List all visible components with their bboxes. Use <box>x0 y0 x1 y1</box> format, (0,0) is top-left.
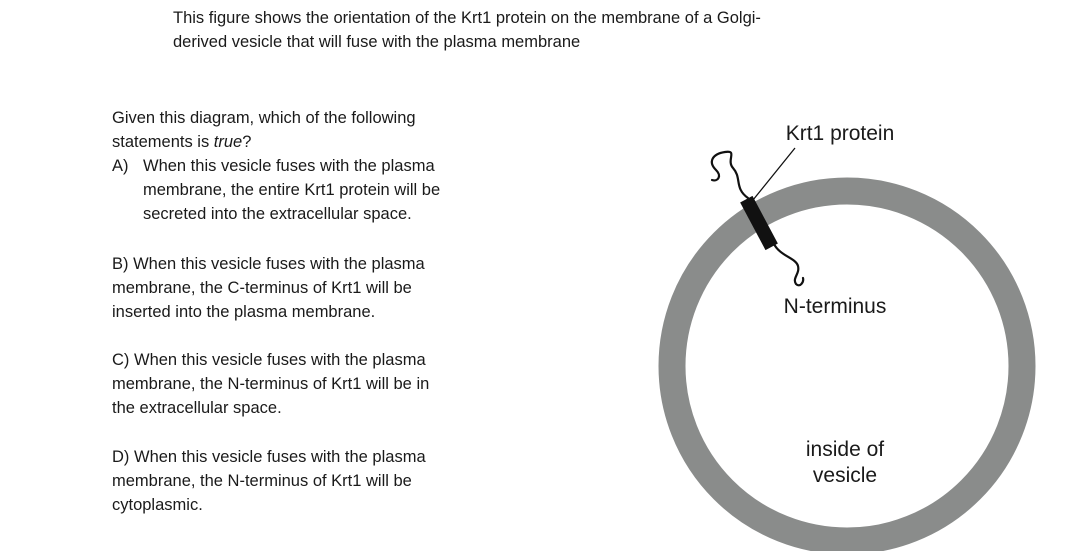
option-d-line-3: cytoplasmic. <box>112 496 203 514</box>
caption-line-1: This figure shows the orientation of the… <box>173 9 761 27</box>
option-b[interactable]: B) When this vesicle fuses with the plas… <box>112 252 532 324</box>
option-d-line-2: membrane, the N-terminus of Krt1 will be <box>112 472 412 490</box>
vesicle-membrane <box>658 177 1036 551</box>
option-a-line-3: secreted into the extracellular space. <box>143 205 412 223</box>
inside-label-line-2: vesicle <box>812 464 878 487</box>
option-d-line-1: D) When this vesicle fuses with the plas… <box>112 448 426 466</box>
n-terminus-label: N-terminus <box>783 295 887 318</box>
option-b-line-3: inserted into the plasma membrane. <box>112 303 376 321</box>
option-b-line-2: membrane, the C-terminus of Krt1 will be <box>112 279 412 297</box>
option-a-line-2: membrane, the entire Krt1 protein will b… <box>143 181 441 199</box>
n-terminus-tail <box>772 242 805 287</box>
option-a-letter: A) <box>112 157 129 175</box>
question-line-1: Given this diagram, which of the followi… <box>112 109 416 127</box>
option-c[interactable]: C) When this vesicle fuses with the plas… <box>112 348 532 420</box>
option-a-line-1: When this vesicle fuses with the plasma <box>143 157 435 175</box>
question-text: statements is <box>112 133 214 151</box>
question-line-2: statements is true? <box>112 130 532 154</box>
option-c-line-1: C) When this vesicle fuses with the plas… <box>112 351 426 369</box>
option-d[interactable]: D) When this vesicle fuses with the plas… <box>112 445 532 517</box>
question-stem: Given this diagram, which of the followi… <box>112 106 532 154</box>
question-mark: ? <box>242 133 252 151</box>
question-emphasis: true <box>213 133 243 151</box>
c-terminus-tail <box>710 150 750 200</box>
protein-transmembrane-segment <box>740 195 778 251</box>
option-c-line-3: the extracellular space. <box>112 399 282 417</box>
protein-leader-line <box>752 147 796 201</box>
inside-of-vesicle-label: inside of vesicle <box>770 437 920 489</box>
caption-line-2: derived vesicle that will fuse with the … <box>173 33 581 51</box>
inside-label-line-1: inside of <box>805 438 885 461</box>
krt1-protein-label: Krt1 protein <box>785 122 895 145</box>
figure-caption: This figure shows the orientation of the… <box>173 6 873 54</box>
option-c-line-2: membrane, the N-terminus of Krt1 will be… <box>112 375 430 393</box>
option-a-text: When this vesicle fuses with the plasma … <box>143 154 440 226</box>
option-b-line-1: B) When this vesicle fuses with the plas… <box>112 255 425 273</box>
